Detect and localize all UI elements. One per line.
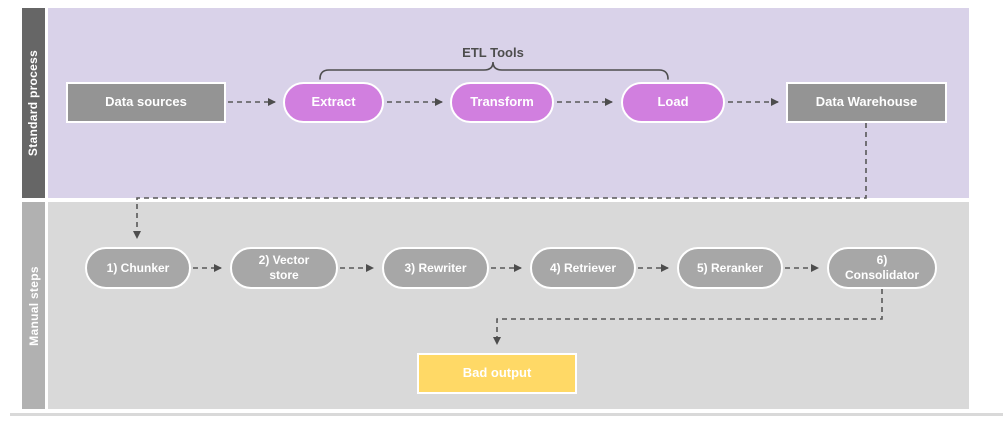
bottom-divider (10, 413, 1003, 416)
node-rewriter: 3) Rewriter (382, 247, 489, 289)
lane-label-manual-steps: Manual steps (26, 265, 41, 346)
lane-bar-standard-process: Standard process (22, 8, 45, 198)
node-load: Load (621, 82, 725, 123)
etl-tools-label: ETL Tools (462, 45, 524, 60)
node-consolidator: 6) Consolidator (827, 247, 937, 289)
node-vector-store: 2) Vector store (230, 247, 338, 289)
node-chunker: 1) Chunker (85, 247, 191, 289)
node-data-sources: Data sources (66, 82, 226, 123)
lane-bar-manual-steps: Manual steps (22, 202, 45, 409)
node-reranker: 5) Reranker (677, 247, 783, 289)
lane-label-standard-process: Standard process (26, 49, 41, 157)
node-extract: Extract (283, 82, 384, 123)
node-bad-output: Bad output (417, 353, 577, 394)
node-retriever: 4) Retriever (530, 247, 636, 289)
node-data-warehouse: Data Warehouse (786, 82, 947, 123)
node-transform: Transform (450, 82, 554, 123)
